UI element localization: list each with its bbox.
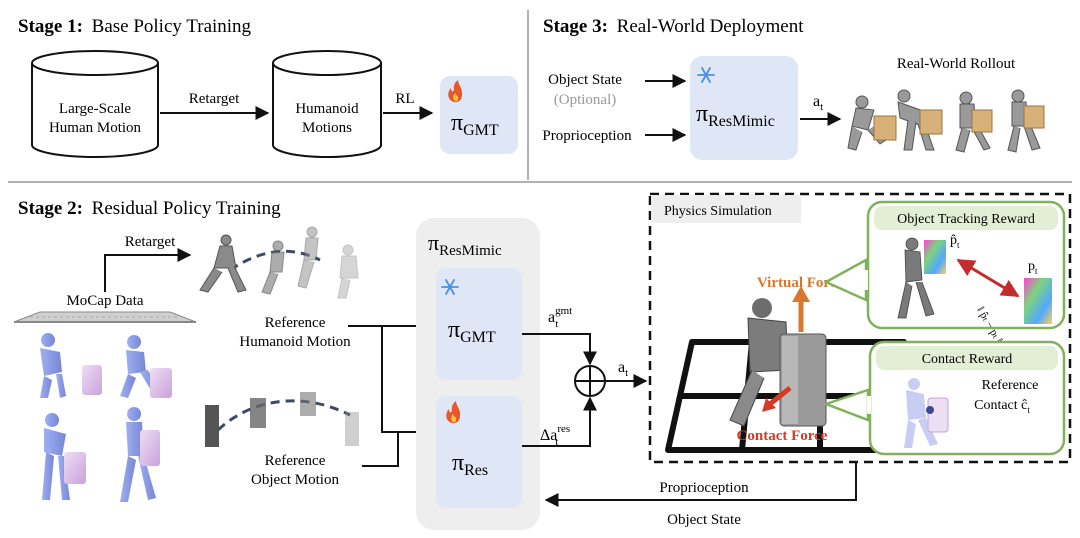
contact-force-arrowhead: [762, 398, 776, 412]
ref-object-label-line1: Reference: [265, 453, 326, 469]
stage2-res-policy-label: πRes: [452, 450, 488, 479]
large-scale-human-motion-database: Large-Scale Human Motion: [31, 50, 159, 158]
db2-label-line1: Humanoid: [295, 101, 359, 117]
stage2-retarget-arrow: [104, 248, 192, 292]
stage2-retarget-label: Retarget: [125, 234, 176, 250]
stage3-resmimic-policy-label: πResMimic: [696, 101, 775, 130]
stage1-rl-label: RL: [395, 91, 414, 107]
contact-reference-line1: Reference: [982, 378, 1039, 393]
predicted-object-pointcloud: [924, 240, 946, 274]
object-to-res-line: [362, 432, 399, 467]
target-object-pointcloud: [1024, 278, 1052, 324]
humanoid-to-res-arrow: [381, 326, 434, 439]
stage2-res-policy-box: [436, 396, 522, 508]
virtual-force-arrowhead: [792, 286, 810, 302]
proprioception-feedback-arrow: [544, 462, 857, 507]
contact-force-label: Contact Force: [737, 428, 828, 444]
stage3-proprioception-label: Proprioception: [542, 128, 632, 144]
sum-action-label: at: [618, 359, 628, 379]
real-world-rollout-illustration: [847, 89, 1045, 153]
humanoid-motions-database: Humanoid Motions: [272, 50, 382, 158]
contact-reference-line2: Contact ĉt: [974, 398, 1030, 415]
stage2-gmt-policy-box: [436, 268, 522, 380]
contact-force-arrow: [768, 386, 792, 406]
physics-simulation-title: Physics Simulation: [664, 204, 772, 219]
simulation-robot-and-box: [729, 298, 827, 427]
sum-operator-icon: [574, 365, 606, 397]
stage3-optional-label: (Optional): [554, 92, 616, 108]
object-tracking-reward-title: Object Tracking Reward: [897, 212, 1035, 227]
stage1-heading: Stage 1: Base Policy Training: [18, 16, 252, 37]
res-to-sum-arrow: [522, 396, 597, 447]
snowflake-icon: [441, 279, 459, 295]
mocap-human-figures: [40, 333, 172, 502]
rollout-label: Real-World Rollout: [897, 56, 1016, 72]
mocap-data-label: MoCap Data: [66, 293, 143, 309]
contact-reference-figure: [904, 378, 949, 448]
reference-humanoid-motion-sequence: [199, 226, 359, 299]
contact-title-bg: [876, 346, 1058, 370]
contact-reward-title: Contact Reward: [922, 352, 1013, 367]
p-true-label: pt: [1028, 259, 1038, 276]
physics-simulation-title-bg: [651, 195, 801, 223]
db2-label-line2: Motions: [302, 120, 352, 136]
stage3-heading: Stage 3: Real-World Deployment: [543, 16, 804, 37]
tracking-error-arrow: [956, 258, 1020, 298]
ref-humanoid-label-line1: Reference: [265, 315, 326, 331]
virtual-force-label: Virtual Force: [757, 275, 844, 291]
fire-icon: [448, 80, 463, 103]
reference-object-motion-sequence: [205, 392, 359, 447]
stage3-object-state-label: Object State: [548, 72, 622, 88]
fire-icon: [446, 401, 461, 424]
stage2-gmt-policy-label: πGMT: [448, 317, 496, 346]
gmt-to-sum-arrow: [522, 333, 597, 366]
db1-label-line1: Large-Scale: [59, 101, 132, 117]
tracking-title-bg: [874, 206, 1058, 230]
ref-object-label-line2: Object Motion: [251, 472, 339, 488]
feedback-proprioception-label: Proprioception: [659, 480, 749, 496]
ref-humanoid-label-line2: Humanoid Motion: [239, 334, 351, 350]
resmimic-container-label: πResMimic: [428, 230, 502, 259]
feedback-object-state-label: Object State: [667, 512, 741, 528]
stage1-retarget-label: Retarget: [189, 91, 240, 107]
stage3-action-label: at: [813, 93, 823, 113]
mocap-rig-illustration: [13, 311, 197, 323]
db1-label-line2: Human Motion: [49, 120, 142, 136]
tracking-robot-figure: [897, 237, 935, 319]
stage2-heading: Stage 2: Residual Policy Training: [18, 198, 281, 219]
p-hat-label: p̂t: [950, 233, 960, 250]
snowflake-icon: [697, 67, 715, 83]
stage3-resmimic-policy-box: [690, 56, 798, 160]
stage1-gmt-policy-label: πGMT: [451, 110, 499, 139]
